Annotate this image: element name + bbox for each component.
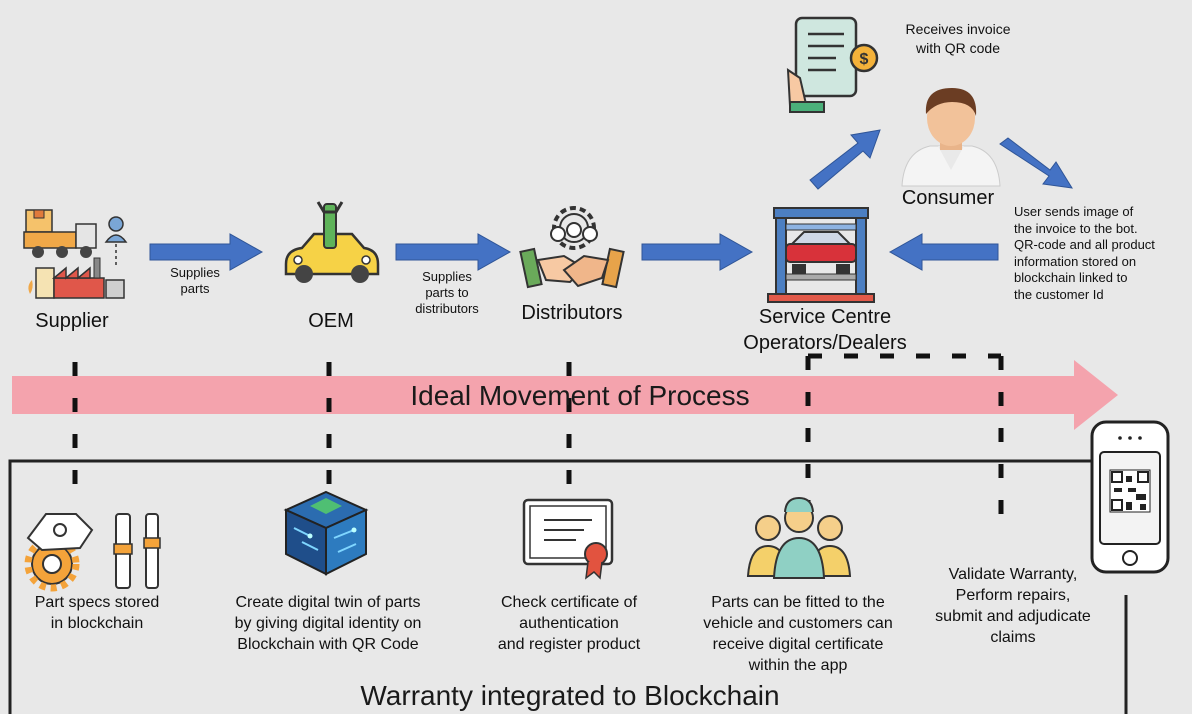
service-centre-car-lift-icon [767,207,875,303]
dashed-connectors [72,353,1004,530]
flow-arrow-consumer-to-user [999,137,1073,189]
blockchain-cube-icon [283,490,369,576]
blockchain-title: Warranty integrated to Blockchain [360,680,780,711]
label-digital-twin: Create digital twin of parts by giving d… [234,594,422,653]
supplier-truck-factory-icon [23,209,128,299]
flow-arrow-distributors-service [641,233,754,271]
flow-arrow-user-to-service [888,233,999,271]
certificate-icon [522,498,614,580]
label-oem: OEM [308,310,354,332]
flow-arrow-service-to-consumer [809,129,881,190]
label-distributors: Distributors [521,302,623,324]
flow-arrow-oem-distributors [395,233,512,271]
banner-ideal-movement: Ideal Movement of Process [410,380,750,411]
oem-car-wrench-icon [284,201,380,283]
parts-gear-icon [24,513,161,592]
label-supplier: Supplier [35,310,109,332]
blockchain-box [8,459,1128,714]
label-service-centre: Service Centre Operators/Dealers [743,306,907,354]
consumer-avatar-icon [901,88,1001,187]
label-fitted: Parts can be fitted to the vehicle and c… [703,594,893,674]
invoice-hand-icon: $ [786,16,879,113]
distributors-handshake-icon [519,206,625,289]
label-consumer: Consumer [901,187,995,209]
label-certificate: Check certificate of authentication and … [497,594,641,653]
label-validate: Validate Warranty, Perform repairs, subm… [935,566,1091,646]
svg-text:$: $ [860,51,869,68]
label-part-specs: Part specs stored in blockchain [34,594,160,632]
customers-group-icon [746,496,852,579]
phone-qr-icon [1090,420,1170,574]
ideal-movement-banner [12,360,1118,430]
flow-arrow-supplier-oem [149,233,264,271]
label-receives-invoice: Receives invoice with QR code [905,21,1011,56]
label-supplies-distributors: Supplies parts to distributors [415,269,479,316]
label-user-sends: User sends image of the invoice to the b… [1014,204,1155,302]
label-supplies-parts: Supplies parts [170,265,220,296]
